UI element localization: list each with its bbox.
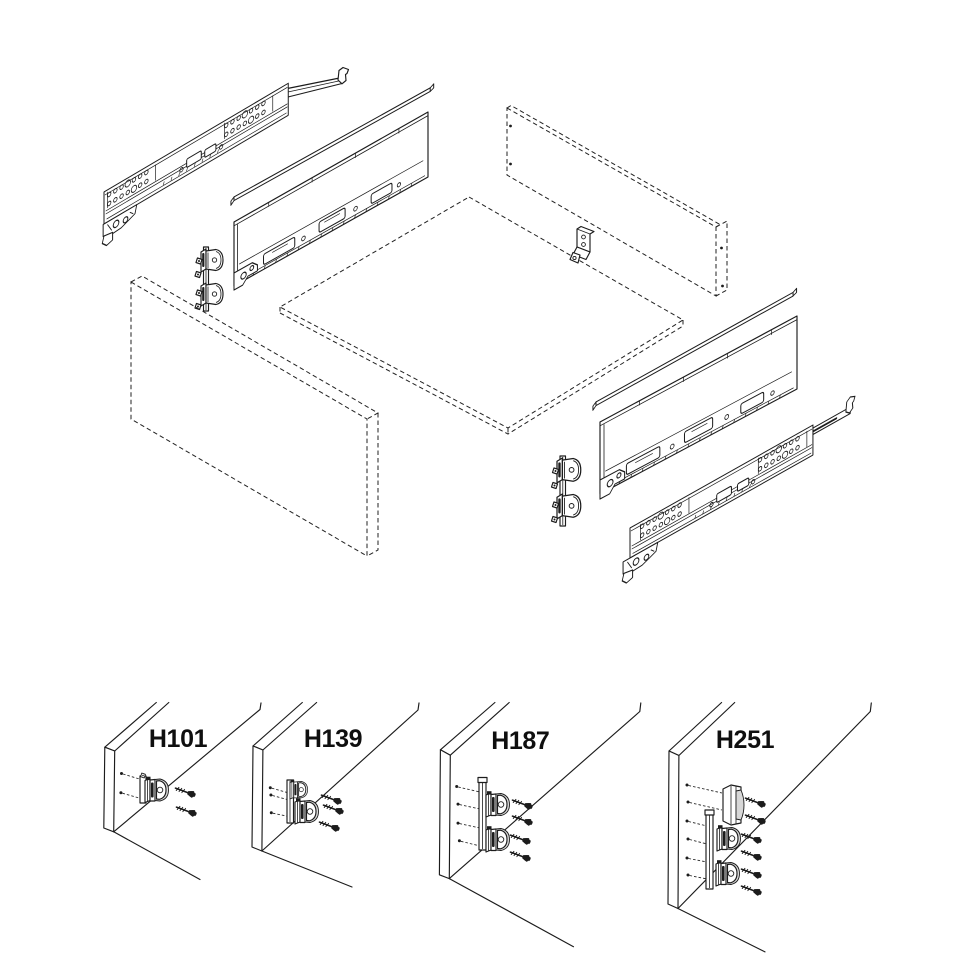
- screw: [173, 784, 198, 800]
- variant-label-h251: H251: [716, 726, 775, 754]
- clip-pin: [550, 481, 559, 490]
- right-gallery-rail: [592, 287, 798, 411]
- fixing-clip: [200, 248, 224, 273]
- left-cabinet-runner: [101, 66, 350, 247]
- screw: [317, 818, 342, 834]
- mounting-clip: [485, 825, 511, 853]
- screw: [508, 848, 533, 864]
- runner-perforation: [757, 435, 800, 472]
- clip-pin: [551, 501, 560, 509]
- variant-clips: [139, 772, 170, 804]
- fixing-clip: [556, 457, 582, 484]
- clip-pin: [195, 289, 203, 297]
- right-drawer-side-panel: [599, 315, 798, 500]
- variant-board: [438, 701, 642, 948]
- screw: [743, 794, 768, 810]
- screw: [321, 801, 346, 817]
- variant-clips: [704, 784, 745, 890]
- mounting-clip: [289, 779, 309, 800]
- runner-perforation: [107, 169, 149, 207]
- variant-label-h187: H187: [491, 727, 549, 755]
- clip-pin: [551, 467, 560, 475]
- rear-fixing-bracket: [569, 225, 595, 264]
- variant-screws: [739, 794, 768, 898]
- mounting-clip: [485, 790, 511, 818]
- height-variants: H101: [103, 701, 872, 953]
- screw: [739, 865, 764, 881]
- front-panel: [130, 275, 380, 557]
- clip-pin: [194, 270, 202, 279]
- variant-screws: [508, 796, 535, 864]
- mounting-clip: [144, 776, 170, 804]
- fixing-clip: [556, 493, 582, 520]
- variant-clips: [477, 776, 511, 853]
- variant-leaders: [455, 785, 481, 847]
- runner-perforation: [639, 502, 682, 538]
- variant-leaders: [685, 783, 723, 880]
- variant-label-h139: H139: [304, 725, 362, 753]
- variant-h101: H101: [103, 701, 262, 881]
- variant-label-h101: H101: [149, 725, 208, 753]
- mounting-clip: [715, 859, 741, 887]
- variant-h139: H139: [251, 701, 420, 888]
- clip-pin: [195, 257, 203, 265]
- screw: [510, 796, 535, 812]
- screw: [174, 803, 199, 819]
- clip-pin: [550, 515, 559, 524]
- fixing-clip: [200, 282, 224, 307]
- left-front-fixing-clips: [194, 246, 224, 312]
- screw: [508, 831, 533, 847]
- variant-board: [667, 701, 872, 953]
- screw: [319, 791, 344, 807]
- back-panel: [506, 104, 728, 297]
- variant-screws: [317, 791, 346, 834]
- variant-h251: H251: [667, 701, 872, 953]
- right-front-fixing-clips: [550, 455, 582, 527]
- screw: [739, 847, 764, 863]
- mounting-clip: [722, 784, 745, 826]
- variant-clips: [286, 779, 320, 825]
- right-cabinet-runner: [621, 395, 856, 584]
- drawer-bottom-panel: [278, 196, 684, 435]
- variant-screws: [173, 784, 199, 819]
- mounting-clip: [716, 824, 742, 852]
- screw: [743, 811, 768, 827]
- left-drawer-side-panel: [233, 111, 429, 291]
- screw: [739, 882, 764, 898]
- mounting-clip: [294, 797, 320, 825]
- exploded-view: [101, 66, 856, 584]
- variant-h187: H187: [438, 701, 642, 948]
- left-gallery-rail: [230, 83, 435, 206]
